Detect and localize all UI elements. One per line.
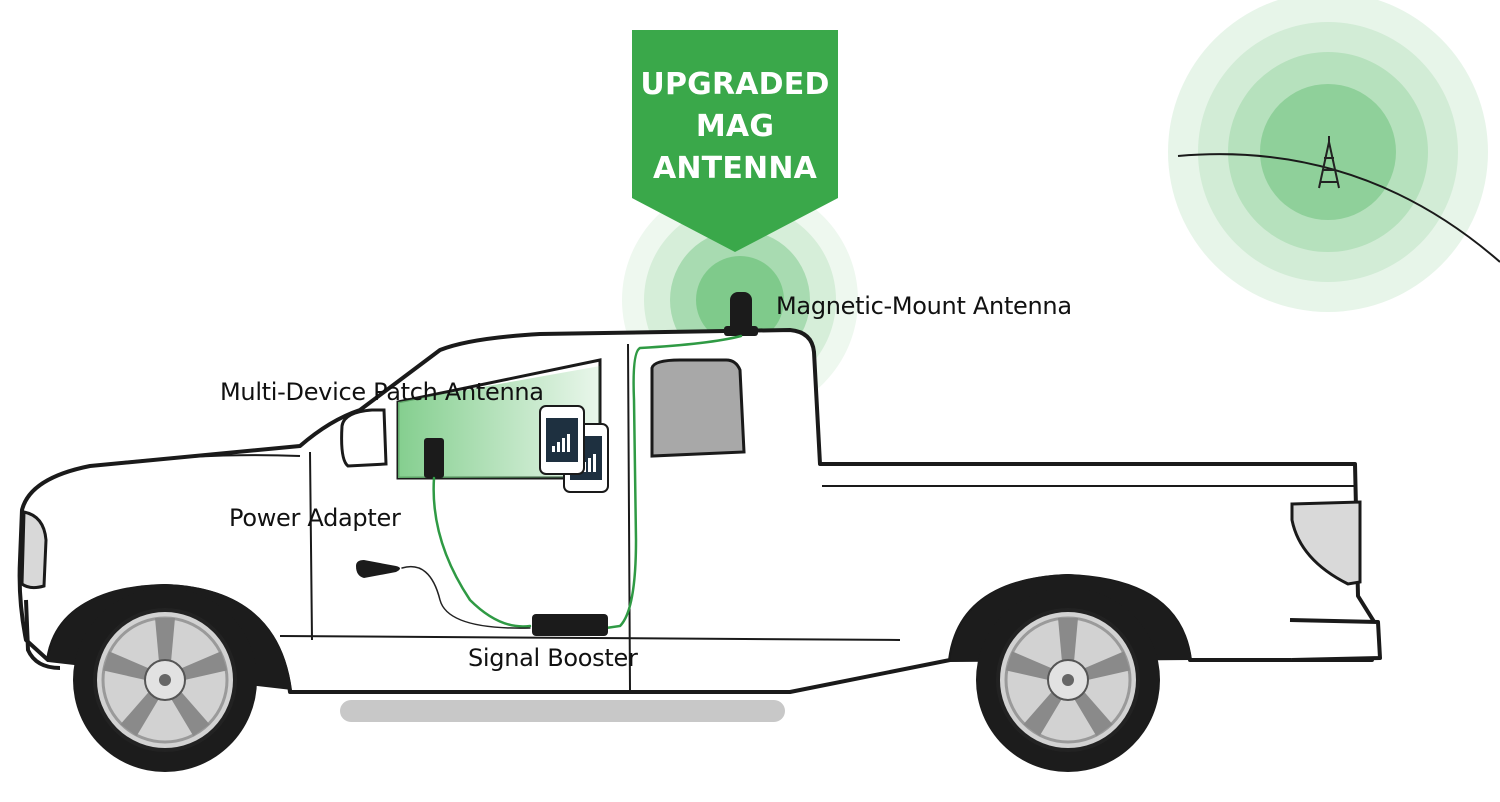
booster-icon (532, 614, 608, 636)
rear-window (650, 358, 746, 458)
power-adapter-icon (356, 560, 400, 578)
phone-icon (539, 405, 609, 493)
cell-tower-icon (1318, 136, 1340, 189)
banner-text: UPGRADED MAG ANTENNA (632, 64, 838, 190)
upgraded-antenna-banner (632, 30, 838, 252)
signal-booster-label: Signal Booster (468, 644, 638, 672)
banner-line: ANTENNA (652, 151, 818, 186)
headlight (20, 510, 48, 590)
front-wheel (71, 586, 259, 774)
magnetic-mount-antenna-label: Magnetic-Mount Antenna (776, 292, 1072, 320)
horizon-line (1177, 153, 1500, 263)
patch-antenna-label: Multi-Device Patch Antenna (220, 378, 544, 406)
cell-tower-signal (1168, 0, 1488, 312)
rear-wheel (974, 586, 1162, 774)
banner-line: UPGRADED (640, 67, 830, 102)
power-adapter-label: Power Adapter (229, 504, 401, 532)
banner-line: MAG (695, 109, 775, 144)
taillight (1290, 500, 1362, 586)
patch-antenna (424, 438, 444, 478)
running-board (340, 700, 785, 722)
side-mirror (340, 408, 388, 468)
cables (401, 334, 743, 630)
antenna-icon (724, 292, 758, 336)
